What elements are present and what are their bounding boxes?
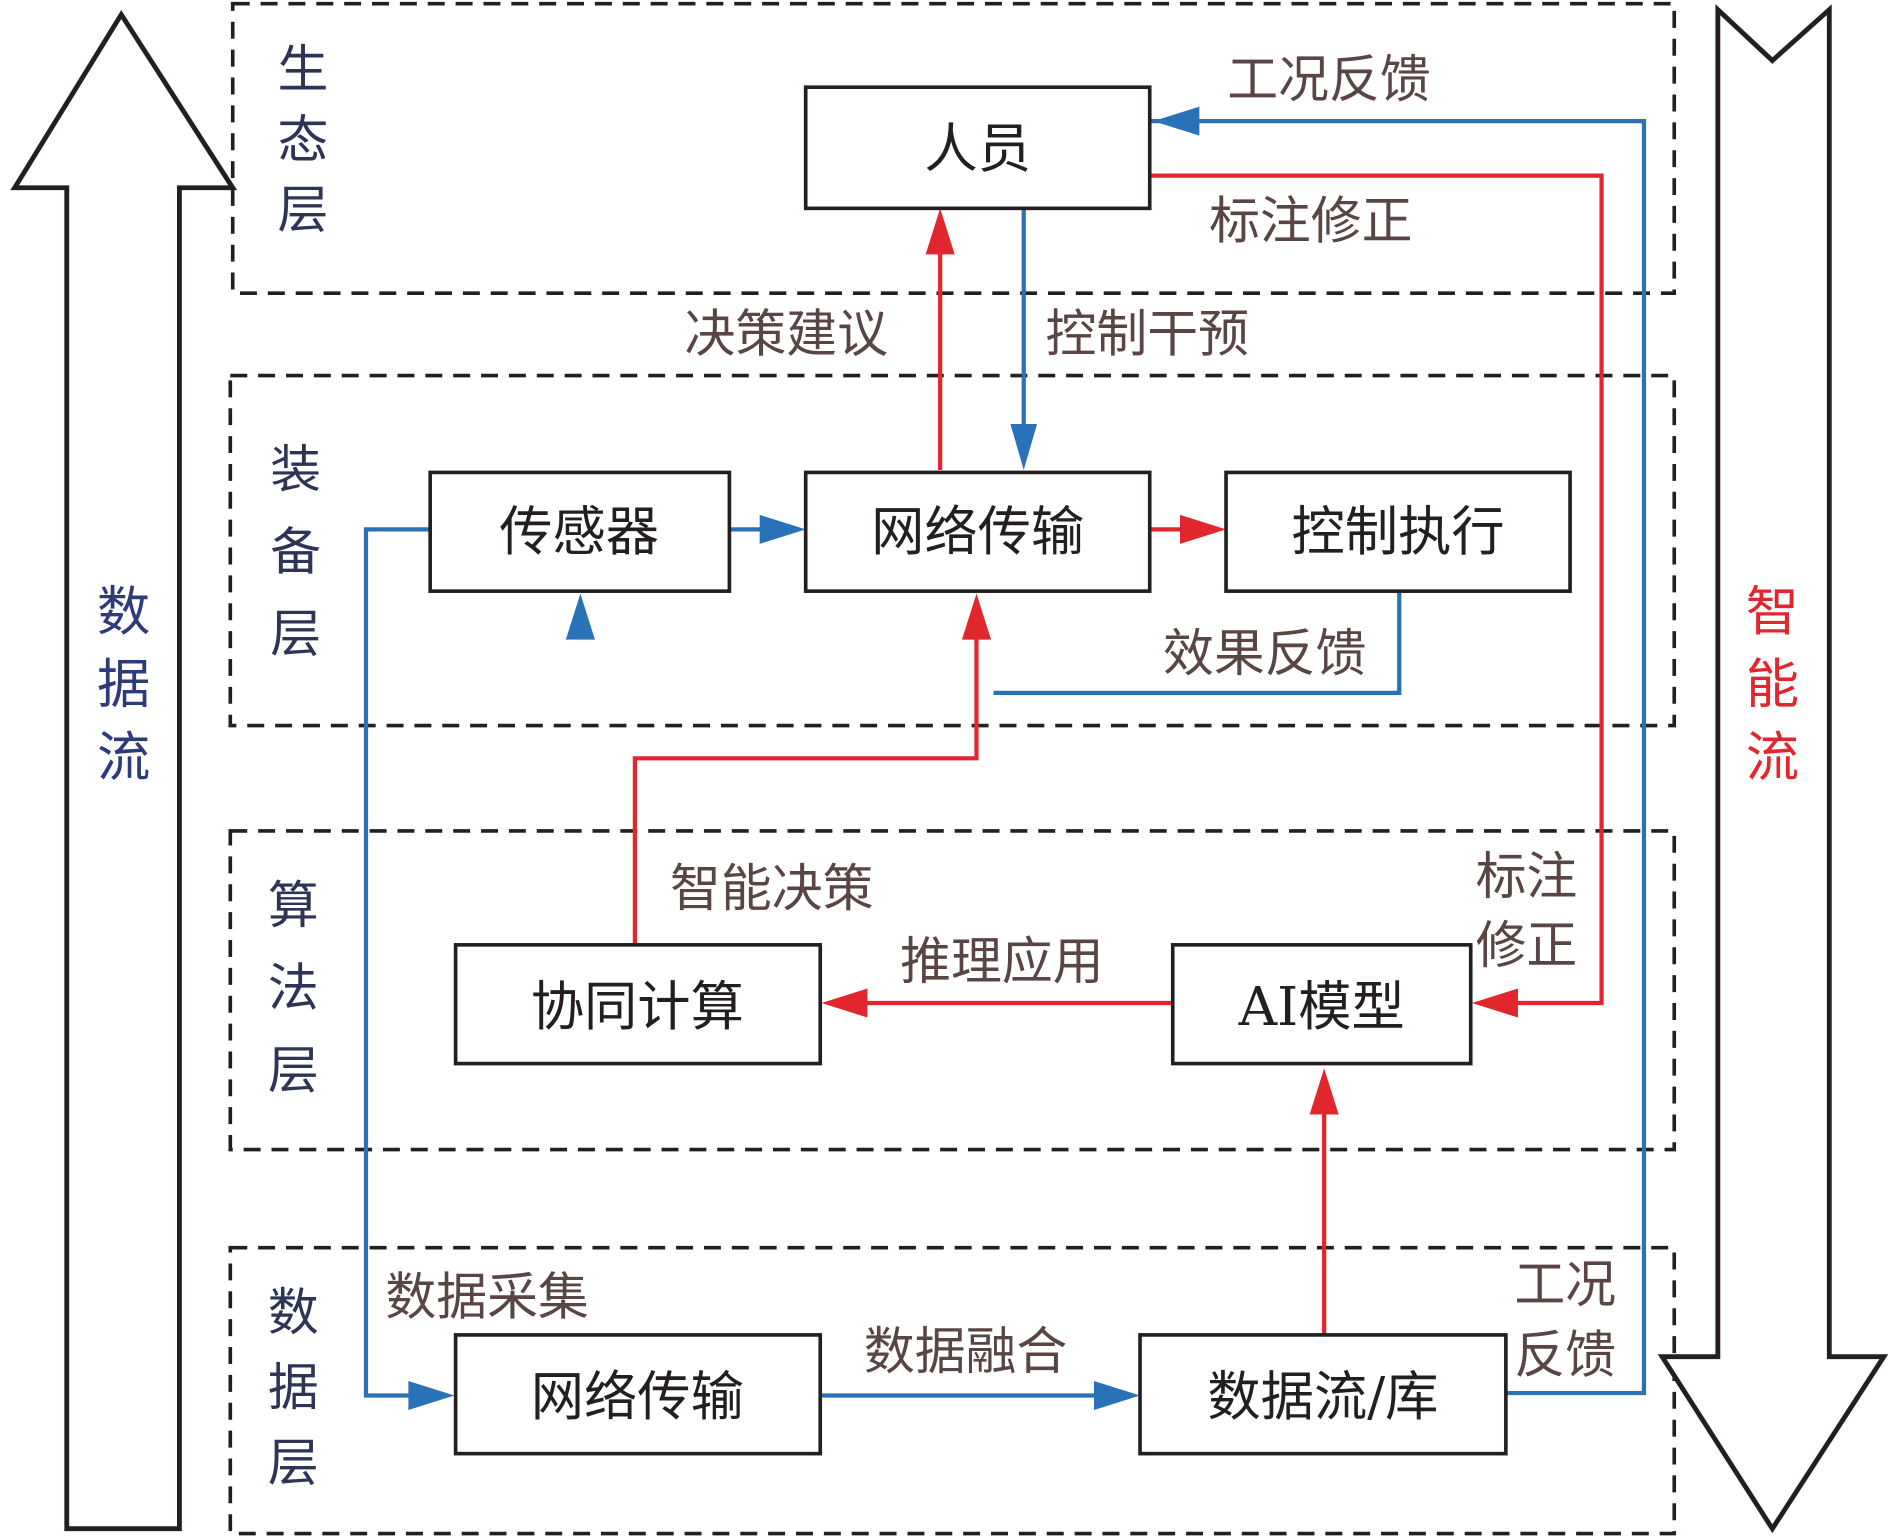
arrowhead-network-to-control [1180, 514, 1227, 544]
data-flow-up-arrow [10, 9, 238, 1532]
label-work-feedback-l1: 工况 [1514, 1255, 1616, 1314]
layer-frame-ecology [230, 1, 1677, 295]
arrowhead-work-feedback [1153, 106, 1200, 136]
layer-equipment-char-3: 层 [270, 605, 321, 664]
label-inference-apply: 推理应用 [900, 932, 1103, 991]
node-ai-model: AI模型 [1170, 943, 1473, 1066]
annotation-fix-line [1150, 173, 1604, 1006]
smart-decision-line [632, 623, 979, 945]
label-annotation-fix-l2: 修正 [1476, 916, 1578, 975]
label-smart-decision: 智能决策 [670, 859, 873, 918]
label-data-collect: 数据采集 [385, 1267, 588, 1326]
layer-frame-algorithm [228, 829, 1677, 1152]
node-network-bottom-label: 网络传输 [531, 1366, 744, 1428]
arrowhead-annotation-fix [1471, 988, 1518, 1018]
arrowhead-control-intervene [1010, 423, 1038, 471]
arrowhead-data-fusion [1093, 1380, 1141, 1411]
effect-feedback-line [993, 591, 1402, 696]
node-network-top: 网络传输 [803, 470, 1152, 593]
layer-equipment-char-1: 装 [270, 440, 321, 499]
arrowhead-model-input [1309, 1068, 1339, 1115]
layer-ecology-char-2: 态 [278, 110, 329, 169]
arrowhead-inference-apply [821, 988, 868, 1018]
layer-data-char-1: 数 [268, 1283, 319, 1342]
node-collab-compute-label: 协同计算 [531, 976, 744, 1038]
layer-equipment-char-2: 备 [270, 522, 321, 581]
label-data-fusion: 数据融合 [864, 1322, 1067, 1381]
arrowhead-effect-feedback [565, 593, 595, 640]
node-sensor: 传感器 [428, 470, 732, 593]
intelligence-flow-label-3: 流 [1746, 726, 1799, 788]
intelligence-flow-label-1: 智 [1746, 581, 1799, 643]
node-personnel-label: 人员 [924, 118, 1031, 180]
layer-data-char-2: 据 [268, 1358, 319, 1417]
node-datastream-label: 数据流/库 [1207, 1366, 1438, 1428]
node-control-exec: 控制执行 [1224, 470, 1572, 593]
label-work-feedback-top: 工况反馈 [1227, 50, 1430, 109]
arrowhead-sensor-to-network [759, 514, 806, 544]
data-collect-line [363, 527, 431, 1398]
layer-ecology-char-1: 生 [278, 40, 329, 99]
node-network-top-label: 网络传输 [871, 501, 1084, 563]
arrowhead-data-collect [408, 1380, 455, 1411]
arrowhead-decision-advice [925, 208, 955, 255]
label-work-feedback-l2: 反馈 [1514, 1325, 1616, 1384]
label-annotation-fix-top: 标注修正 [1209, 192, 1412, 251]
layer-ecology-char-3: 层 [278, 181, 329, 240]
node-datastream: 数据流/库 [1138, 1333, 1508, 1456]
node-collab-compute: 协同计算 [453, 943, 823, 1066]
node-personnel: 人员 [803, 85, 1152, 211]
layer-algorithm-char-2: 法 [268, 958, 319, 1017]
layer-frame-equipment [228, 373, 1677, 728]
node-ai-model-label: AI模型 [1238, 976, 1405, 1038]
label-annotation-fix-l1: 标注 [1476, 847, 1578, 906]
intelligence-flow-label-2: 能 [1746, 654, 1799, 716]
label-control-intervene: 控制干预 [1046, 304, 1249, 363]
intelligence-flow-down-arrow [1657, 4, 1889, 1534]
label-effect-feedback: 效果反馈 [1163, 624, 1366, 683]
data-flow-label-2: 据 [97, 654, 150, 716]
data-flow-label-3: 流 [97, 726, 150, 788]
node-sensor-label: 传感器 [499, 501, 659, 563]
node-control-exec-label: 控制执行 [1291, 501, 1504, 563]
data-flow-label-1: 数 [97, 581, 150, 643]
label-decision-advice: 决策建议 [685, 304, 888, 363]
layer-frame-data [228, 1245, 1677, 1536]
work-feedback-line [1150, 119, 1647, 1396]
node-network-bottom: 网络传输 [453, 1333, 823, 1456]
arrowhead-smart-decision [961, 593, 992, 640]
layer-algorithm-char-1: 算 [268, 876, 319, 935]
layer-algorithm-char-3: 层 [268, 1041, 319, 1100]
layer-data-char-3: 层 [268, 1433, 319, 1492]
